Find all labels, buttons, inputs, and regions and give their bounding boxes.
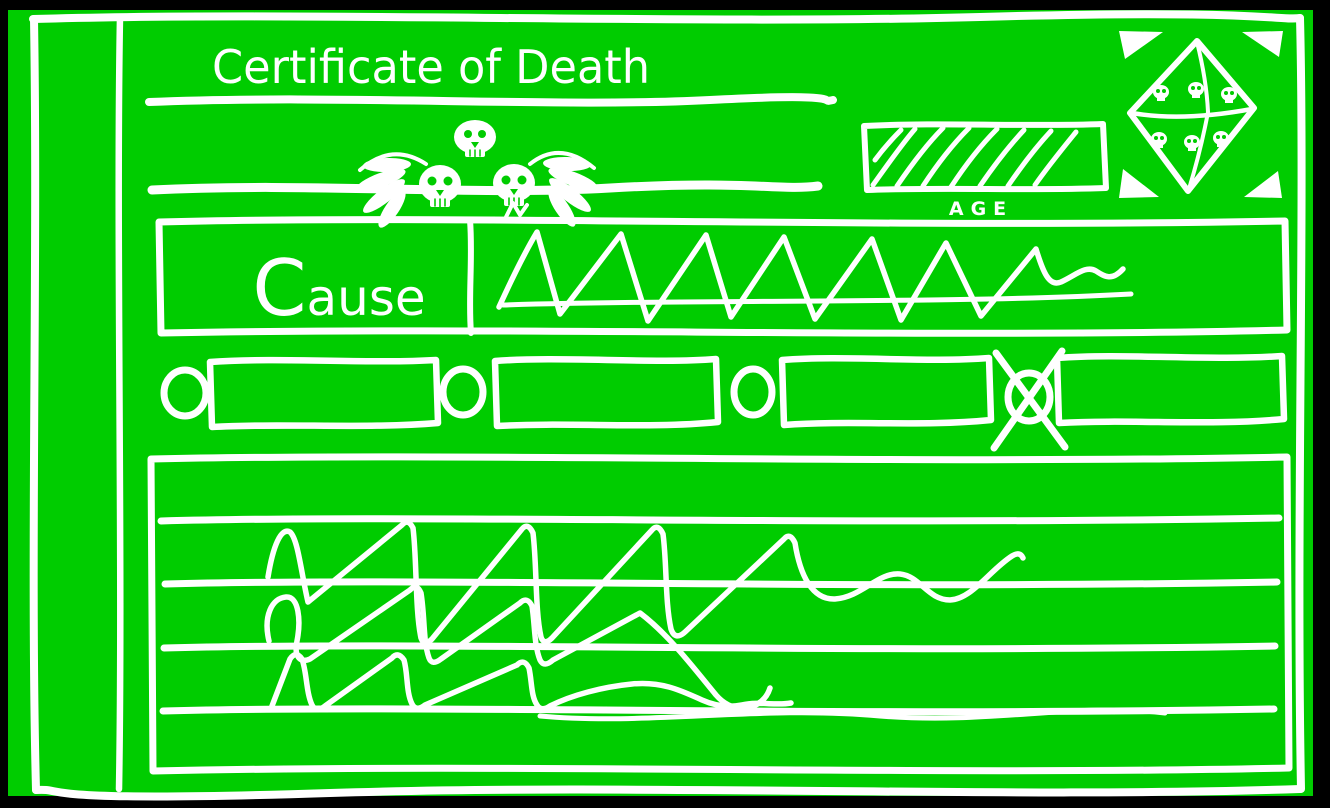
skull-eye [478, 130, 486, 138]
age-field[interactable] [861, 121, 1109, 193]
skull-eye [427, 176, 437, 186]
page-border [29, 10, 1306, 801]
skull-eye [464, 130, 472, 138]
seal-corner-mark [1119, 169, 1159, 198]
skull-ornaments [356, 120, 598, 228]
seal-die-icon [1119, 31, 1283, 198]
radio-4-x-mark [990, 347, 1069, 452]
seal-corner-mark [1244, 171, 1282, 198]
radio-option-3[interactable] [730, 354, 995, 429]
notes-scribble-row-3 [269, 651, 794, 712]
skull-cranium [493, 164, 535, 202]
cause-value-scribble [496, 229, 1126, 324]
skull-face [493, 164, 535, 207]
radio-option-4[interactable] [990, 347, 1288, 452]
radio-option-2[interactable] [439, 355, 722, 430]
skull-nose [510, 189, 518, 195]
page-title: Certificate of Death [212, 40, 651, 94]
notes-ruled-line-2 [161, 578, 1281, 589]
skull-pip [1213, 131, 1229, 145]
skull-eye [443, 176, 453, 186]
skull-nose [436, 190, 444, 196]
radio-circle-4[interactable] [1004, 369, 1054, 425]
skull-pip [1188, 82, 1204, 96]
page-border-bottom [32, 785, 1304, 801]
notes-ruled-line-1 [157, 514, 1283, 525]
cause-field-divider [467, 217, 474, 336]
wing-feather [548, 167, 598, 191]
skull-cranium [419, 165, 461, 203]
page-border-right [1295, 14, 1306, 793]
cause-field[interactable] [155, 201, 1291, 337]
die-skull-pips [1151, 82, 1237, 151]
radio-circle-2[interactable] [439, 365, 487, 419]
skull-nose [471, 142, 479, 148]
notes-area[interactable] [147, 453, 1293, 775]
skull-teeth [469, 149, 481, 158]
age-field-label: AGE [948, 198, 1014, 220]
seal-corner-mark [1119, 31, 1163, 59]
wing-feather [549, 178, 591, 212]
cause-field-box[interactable] [155, 216, 1291, 337]
skull-face [419, 165, 461, 208]
skull-cranium [454, 120, 496, 154]
notes-ruled-line-4-overstroke [537, 707, 1168, 722]
skull-pip [1151, 132, 1167, 146]
skull-eye [501, 175, 511, 185]
option-label-box-3[interactable] [778, 354, 995, 429]
small-skull-icon [454, 120, 496, 158]
skull-eye [517, 175, 527, 185]
notes-box[interactable] [147, 453, 1293, 775]
radio-circle-3[interactable] [730, 365, 776, 419]
cause-field-label: Cause [252, 244, 426, 334]
wing-arc [358, 152, 428, 172]
skull-pip [1184, 135, 1200, 149]
page-border-top [29, 10, 1304, 24]
skull-pip [1153, 85, 1169, 99]
option-label-box-2[interactable] [491, 355, 722, 430]
header-separator-line [147, 180, 823, 196]
wing-feather [543, 156, 591, 172]
seal-corner-mark [1242, 31, 1283, 57]
page-border-left [29, 15, 40, 794]
skull-pip [1221, 87, 1237, 101]
wing-arc [528, 150, 596, 170]
radio-circle-1[interactable] [160, 366, 210, 420]
cause-scribble-tick [504, 201, 529, 219]
die-inner-edge [1187, 40, 1210, 191]
skull-teeth [434, 198, 446, 208]
die-mid-edge [1129, 106, 1255, 119]
age-field-scribble [870, 125, 1079, 190]
notes-scribble-row-1 [265, 519, 1026, 646]
wing-feather [363, 179, 405, 213]
notes-scribble-row-2 [264, 584, 773, 711]
option-label-box-4[interactable] [1053, 352, 1288, 427]
margin-rule-line [115, 13, 124, 793]
title-underline [145, 93, 837, 107]
radio-option-1[interactable] [160, 356, 442, 431]
age-field-box[interactable] [861, 121, 1109, 193]
option-label-box-1[interactable] [206, 356, 442, 431]
certificate-page: Certificate of Death Cause AGE [8, 10, 1313, 801]
cause-scribble-baseline [500, 291, 1134, 308]
wing-feather [356, 168, 406, 192]
options-row [160, 347, 1288, 452]
notes-ruled-line-3 [160, 642, 1279, 653]
die-outline [1127, 38, 1257, 194]
